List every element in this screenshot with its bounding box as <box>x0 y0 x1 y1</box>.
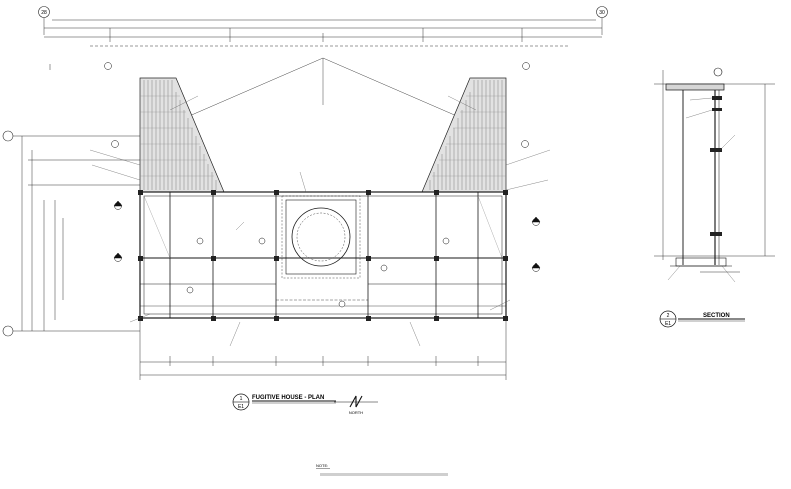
grid-label-right: 30 <box>599 10 605 16</box>
plan-view-number: 1 <box>240 396 243 402</box>
grid-label-left: 28 <box>41 10 47 16</box>
section-view <box>654 67 775 283</box>
section-grid-bubble <box>713 67 723 77</box>
plan-body <box>139 191 507 319</box>
notes-heading: NOTE: <box>316 463 328 468</box>
roof-slope-lines <box>179 57 467 121</box>
plan-title-block: 1 E1 FUGITIVE HOUSE - PLAN <box>232 393 336 411</box>
grid-bubble-left: 28 <box>38 6 50 18</box>
grid-bubble-right: 30 <box>596 6 608 18</box>
plan-title: FUGITIVE HOUSE - PLAN <box>252 395 324 401</box>
section-title: SECTION <box>703 313 730 319</box>
bottom-dimensions <box>139 318 507 380</box>
left-dimensions <box>12 64 140 332</box>
top-grid <box>43 13 603 47</box>
section-cut-markers <box>104 62 541 308</box>
north-arrow-icon <box>349 395 363 408</box>
section-view-number: 2 <box>667 313 670 319</box>
notes-block: NOTE: <box>316 463 448 476</box>
plan-sheet-ref: E1 <box>238 404 244 410</box>
section-title-block: 2 E1 SECTION <box>659 310 745 328</box>
column-markers <box>138 190 508 321</box>
section-sheet-ref: E1 <box>665 321 671 327</box>
row-bubble-lower <box>2 325 14 337</box>
north-label: NORTH <box>349 410 363 415</box>
note-text-placeholder <box>320 473 448 476</box>
north-arrow: NORTH <box>334 395 378 415</box>
right-hopper <box>421 77 507 193</box>
row-bubble-upper <box>2 130 14 142</box>
left-hopper <box>139 77 225 193</box>
callout-leaders <box>89 95 551 347</box>
